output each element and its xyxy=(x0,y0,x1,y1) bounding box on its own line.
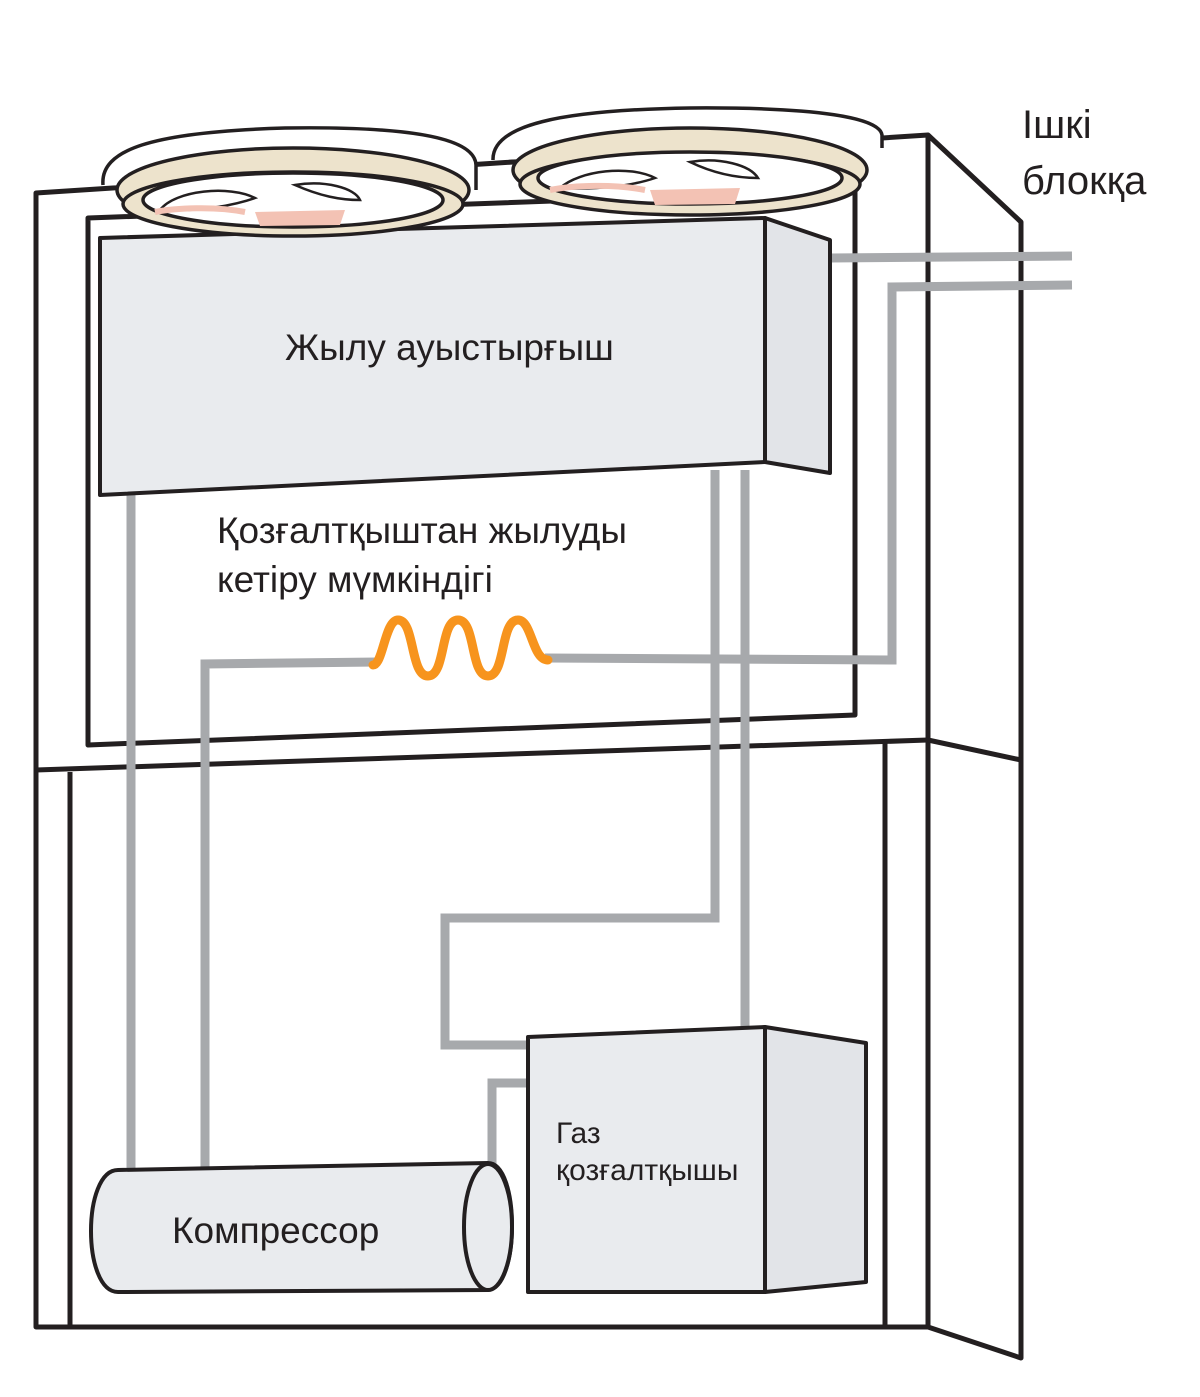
label-heat-recovery-line1: Қозғалтқыштан жылуды xyxy=(217,510,627,551)
heat-exchanger xyxy=(98,216,832,497)
compressor xyxy=(89,1160,514,1295)
refrigerant-pipes xyxy=(126,251,1073,1170)
label-gas-engine-line1: Газ xyxy=(556,1117,601,1150)
label-gas-engine-line2: қозғалтқышы xyxy=(556,1154,738,1187)
gas-engine xyxy=(526,1025,868,1294)
fan-icon xyxy=(491,106,884,217)
fan-icon xyxy=(101,126,478,238)
label-to-indoor-line2: блокқа xyxy=(1022,159,1147,203)
label-heat-exchanger: Жылу ауыстырғыш xyxy=(285,327,614,368)
label-to-indoor-line1: Ішкі xyxy=(1022,103,1092,147)
label-heat-recovery-line2: кетіру мүмкіндігі xyxy=(217,559,493,600)
label-compressor: Компрессор xyxy=(172,1210,379,1251)
heat-coil-icon xyxy=(368,615,553,681)
